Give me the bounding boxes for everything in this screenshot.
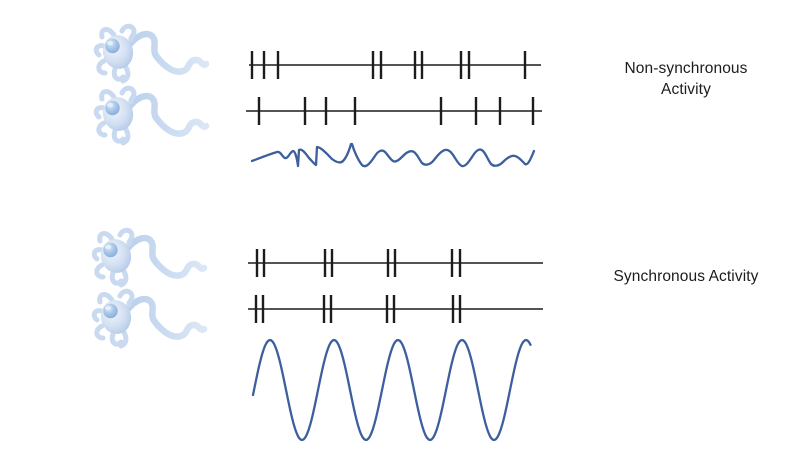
waves-layer (250, 142, 536, 442)
label-non-synchronous-activity: Non-synchronous Activity (624, 60, 748, 98)
label-synchronous-activity: Synchronous Activity (613, 268, 759, 285)
spike-trains-layer (246, 51, 543, 323)
irregular-wave (250, 142, 536, 168)
spike-train-non-synchronous-1 (249, 51, 541, 79)
neurons-layer (94, 26, 206, 346)
neuron-icon (94, 291, 204, 346)
spike-train-synchronous-1 (248, 249, 543, 277)
sine-wave (251, 338, 532, 442)
neuron-icon (96, 88, 206, 143)
spike-train-synchronous-2 (248, 295, 543, 323)
neuron-icon (94, 230, 204, 285)
neuron-icon (96, 26, 206, 81)
spike-train-non-synchronous-2 (246, 97, 542, 125)
